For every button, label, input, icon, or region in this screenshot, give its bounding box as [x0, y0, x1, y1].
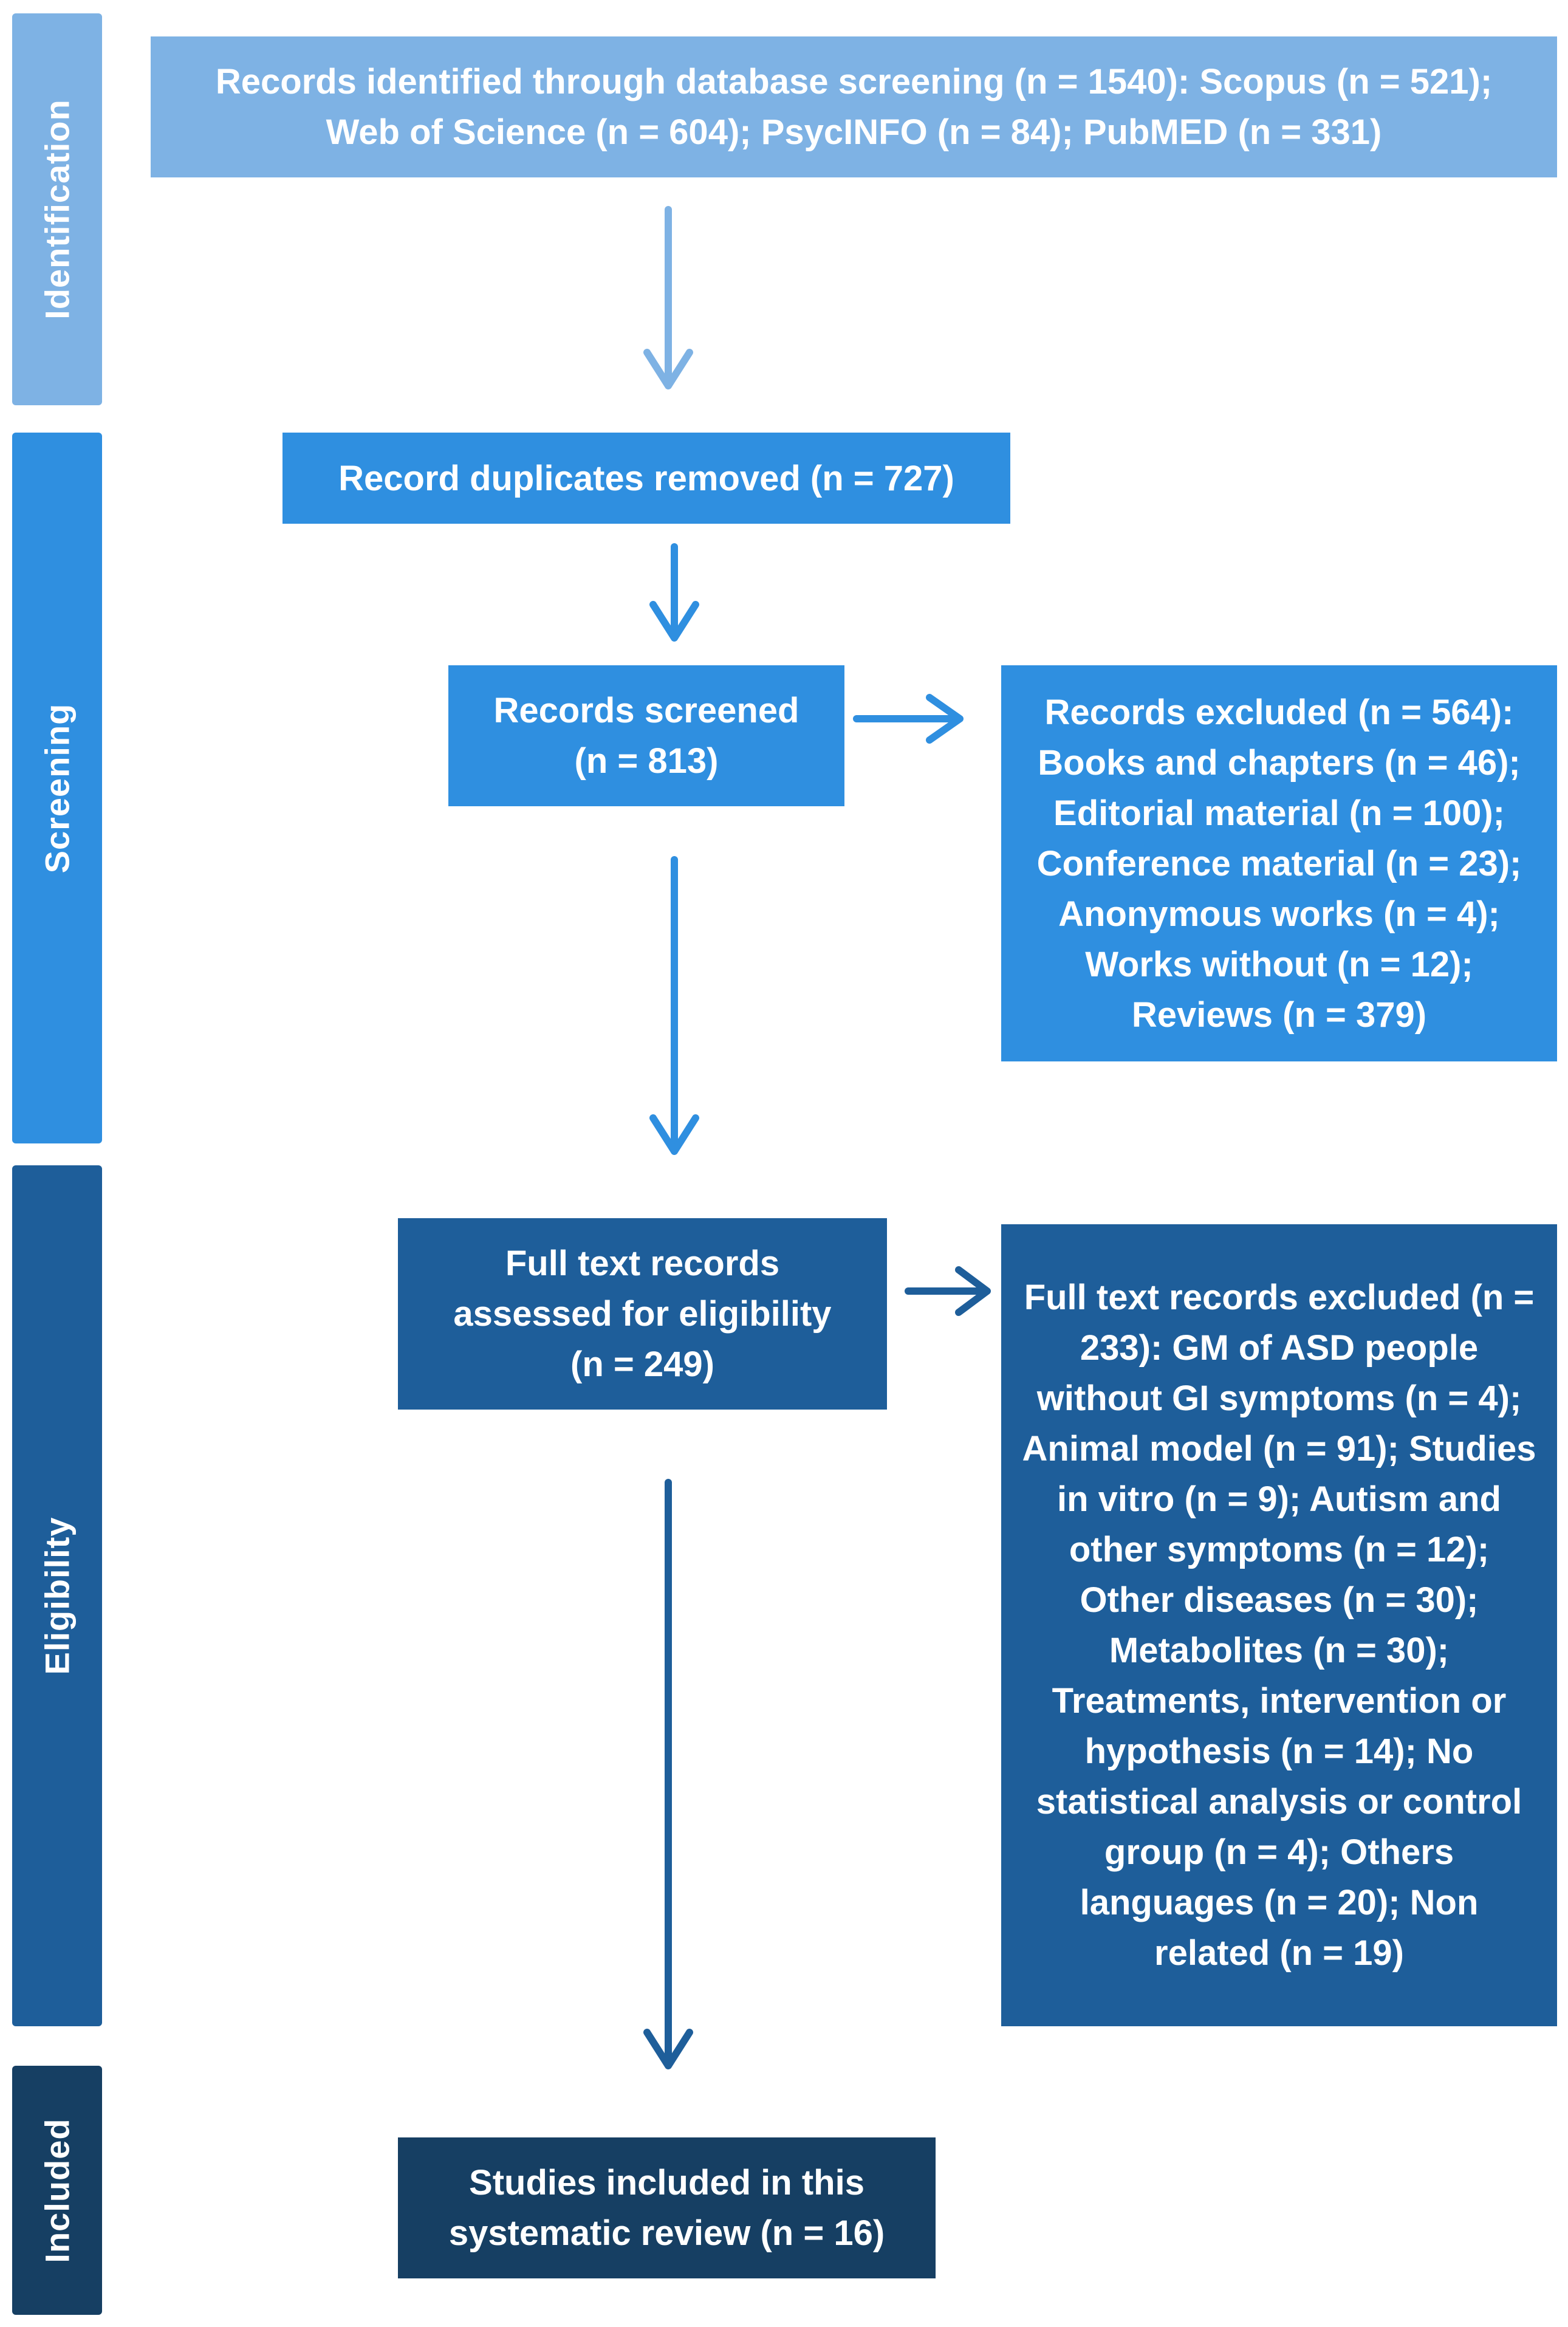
stage-identification: Identification: [12, 13, 102, 405]
stage-included: Included: [12, 2066, 102, 2315]
arrow-duplicates-to-screened: [649, 543, 699, 642]
fulltext-assessed-box: Full text records assessed for eligibili…: [398, 1218, 887, 1410]
fulltext-excluded-text: Full text records excluded (n = 233): GM…: [1022, 1278, 1536, 1973]
arrow-fulltext-to-included: [643, 1479, 693, 2069]
studies-included-text: Studies included in this systematic revi…: [448, 2163, 885, 2253]
arrow-fulltext-to-excluded: [905, 1266, 991, 1316]
duplicates-removed-box: Record duplicates removed (n = 727): [282, 433, 1010, 524]
arrow-identification-to-duplicates: [643, 206, 693, 389]
records-identified-box: Records identified through database scre…: [151, 36, 1557, 177]
studies-included-box: Studies included in this systematic revi…: [398, 2137, 936, 2278]
records-identified-text: Records identified through database scre…: [215, 62, 1493, 152]
fulltext-assessed-text: Full text records assessed for eligibili…: [453, 1244, 832, 1384]
records-excluded-text: Records excluded (n = 564): Books and ch…: [1036, 692, 1522, 1035]
stage-eligibility: Eligibility: [12, 1165, 102, 2026]
fulltext-excluded-box: Full text records excluded (n = 233): GM…: [1001, 1224, 1557, 2026]
stage-screening: Screening: [12, 433, 102, 1143]
arrow-screened-to-excluded: [853, 694, 964, 744]
records-excluded-box: Records excluded (n = 564): Books and ch…: [1001, 665, 1557, 1061]
records-screened-box: Records screened (n = 813): [448, 665, 844, 806]
duplicates-removed-text: Record duplicates removed (n = 727): [338, 458, 954, 498]
arrow-screened-to-fulltext: [649, 856, 699, 1155]
records-screened-text: Records screened (n = 813): [493, 691, 799, 781]
